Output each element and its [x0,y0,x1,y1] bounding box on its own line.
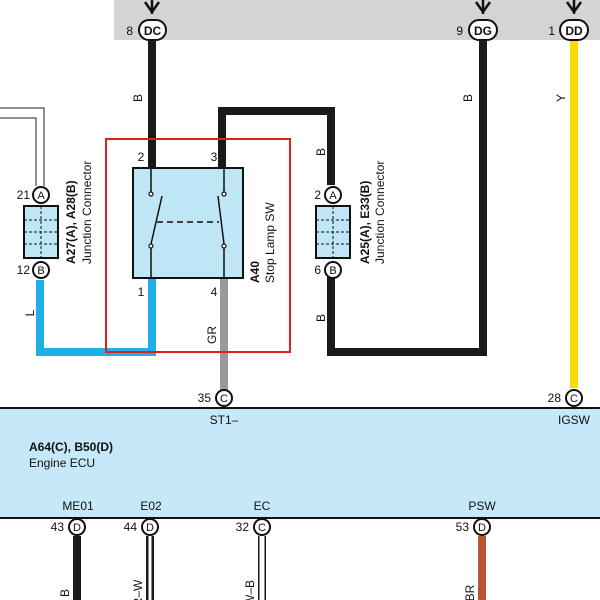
ecu-terminal-igsw-letter: C [570,393,578,405]
ecu-terminal-e02 [141,518,159,536]
junction-right-name: Junction Connector [373,161,387,264]
wire-left-thin-b [0,117,37,186]
wire-label-dd: Y [554,94,568,102]
junction-left-bottom-letter: B [37,265,44,277]
junction-right-top-pin: 2 [314,188,321,202]
junction-left-top-pin: 21 [17,188,31,202]
ecu-signal-igsw: IGSW [558,413,591,427]
junction-left-bottom-pin: 12 [17,263,31,277]
connector-dc-pin: 8 [126,24,133,38]
junction-right-id: A25(A), E33(B) [358,181,372,264]
wire-label-psw: BR [463,584,477,600]
arrow-down-icon [565,0,583,15]
wire-dg [327,40,487,356]
ecu-terminal-me01-pin: 43 [51,520,65,534]
connector-dg-label: DG [474,24,492,38]
top-connector-dd: DD 1 [548,0,589,41]
wire-label-ec: W–B [243,580,257,600]
stop-lamp-switch [132,167,244,279]
ecu-signal-psw: PSW [468,499,496,513]
arrow-down-icon [474,0,492,15]
ecu-terminal-ec [253,518,271,536]
ecu-signal-st1: ST1– [210,413,239,427]
ecu-terminal-e02-letter: D [146,522,154,534]
junction-left-top-letter: A [37,190,45,202]
top-component-bar [114,0,600,40]
arrow-down-icon [143,0,161,15]
top-connector-dg: DG 9 [456,0,498,41]
ecu-id: A64(C), B50(D) [29,440,113,454]
ecu-terminal-st1 [215,389,233,407]
connector-dc-label: DC [144,24,162,38]
ecu-terminal-ec-letter: C [258,522,266,534]
switch-pin-2: 2 [138,150,145,164]
junction-connector-right [315,186,351,279]
connector-dd-label: DD [565,24,583,38]
wire-label-e02: R–W [131,579,145,600]
ecu-terminal-e02-pin: 44 [124,520,138,534]
ecu-signal-ec: EC [254,499,271,513]
ecu-name: Engine ECU [29,456,95,470]
ecu-terminal-igsw-pin: 28 [548,391,562,405]
wire-label-a25-top: B [314,148,328,156]
ecu-terminal-ec-pin: 32 [236,520,250,534]
junction-right-bottom-pin: 6 [314,263,321,277]
wire-left-thin-a [0,107,45,186]
wire-label-gr: GR [205,326,219,344]
top-connector-dc: DC 8 [126,0,167,41]
wire-blue [36,278,156,356]
switch-pin-1: 1 [138,285,145,299]
ecu-signal-e02: E02 [140,499,162,513]
switch-name: Stop Lamp SW [263,202,277,283]
wire-label-left: L [23,309,37,316]
ecu-terminal-st1-letter: C [220,393,228,405]
junction-connector-left [23,186,59,279]
switch-pin-4: 4 [211,285,218,299]
connector-dd-pin: 1 [548,24,555,38]
junction-right-top-letter: A [329,190,337,202]
ecu-terminal-psw-pin: 53 [456,520,470,534]
junction-left-id: A27(A), A28(B) [64,180,78,264]
ecu-terminal-me01 [68,518,86,536]
ecu-terminal-me01-letter: D [73,522,81,534]
connector-dg-pin: 9 [456,24,463,38]
ecu-terminal-st1-pin: 35 [198,391,212,405]
ecu-terminal-psw [473,518,491,536]
ecu-signal-me01: ME01 [62,499,94,513]
wire-label-a25-bottom: B [314,314,328,322]
wire-label-dg: B [461,94,475,102]
switch-id: A40 [248,261,262,283]
highlight-box [105,138,291,353]
ecu-terminal-igsw [565,389,583,407]
wire-label-dc: B [131,94,145,102]
junction-right-bottom-letter: B [329,265,336,277]
junction-left-name: Junction Connector [80,161,94,264]
switch-pin-3: 3 [211,150,218,164]
ecu-terminal-psw-letter: D [478,522,486,534]
engine-ecu-box [0,407,600,519]
wire-label-me01: B [58,589,72,597]
